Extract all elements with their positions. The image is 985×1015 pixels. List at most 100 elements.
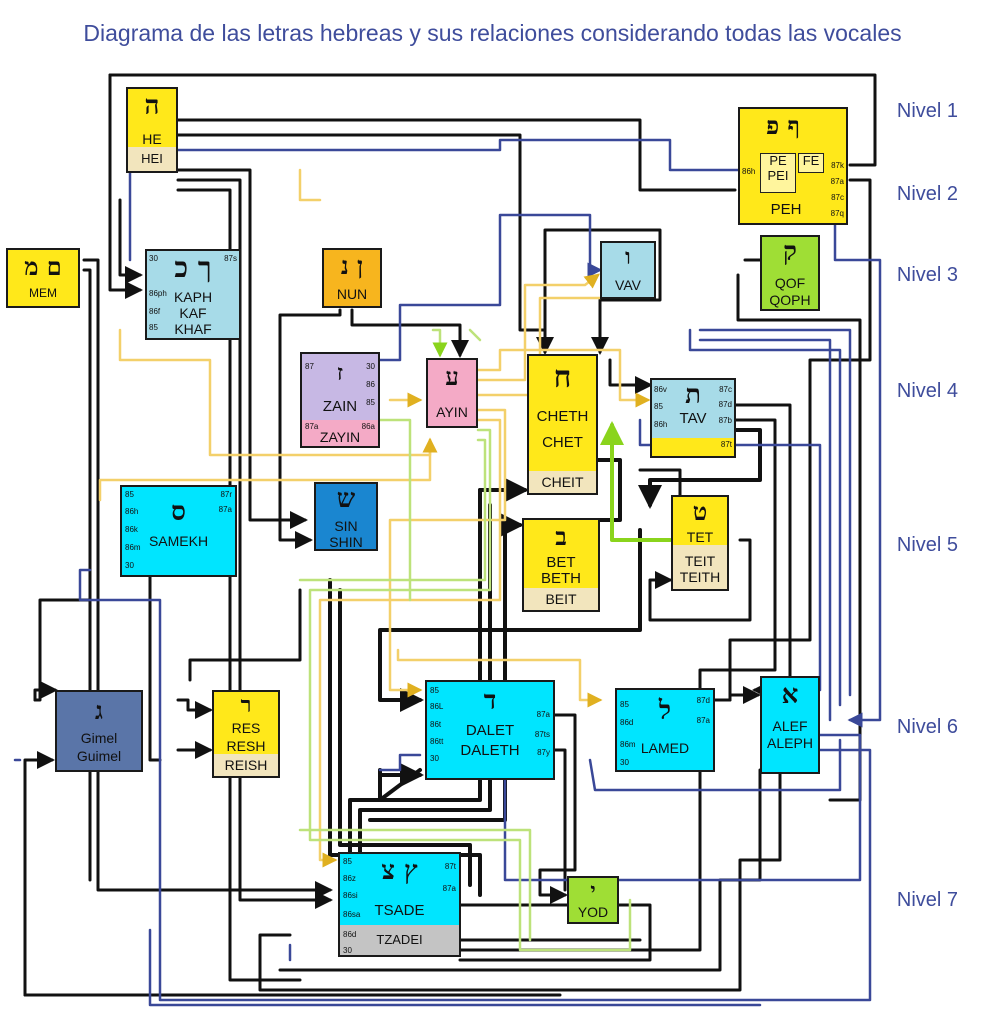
shin-line1: SIN — [334, 518, 358, 534]
qof-line2: QOPH — [769, 292, 811, 308]
nun-hebrew: ן נ — [340, 251, 364, 280]
shin-hebrew: ש — [336, 484, 356, 514]
tet-name: TET — [686, 529, 714, 545]
level-7-label: Nivel 7 — [896, 889, 959, 911]
fe-sub-box: FE — [798, 153, 824, 173]
pe-port-87q: 87q — [830, 209, 844, 218]
letter-samekh-node: ס SAMEKH 85 86h 86k 86m 30 87r 87a — [120, 485, 237, 577]
samekh-hebrew: ס — [171, 497, 186, 527]
letter-alef-node: א ALEF ALEPH — [760, 676, 820, 774]
letter-shin-node: ש SIN SHIN — [314, 482, 378, 551]
letter-yod-node: י YOD — [567, 876, 619, 924]
gimel-line2: Guimel — [76, 748, 122, 764]
samekh-port-87r: 87r — [220, 490, 232, 499]
letter-kaph-node: ך כ KAPH KAF KHAF 30 87s 86ph 86f 85 — [145, 249, 241, 340]
cheth-line2: CHET — [542, 434, 583, 451]
dalet-port-85: 85 — [430, 686, 439, 695]
level-1-label: Nivel 1 — [896, 100, 959, 122]
letter-nun-node: ן נ NUN — [322, 248, 382, 308]
shin-line2: SHIN — [329, 534, 363, 550]
tav-port-87b: 87b — [718, 416, 732, 425]
bet-line1: BET — [546, 554, 576, 571]
kaph-port-86f: 86f — [149, 307, 161, 316]
tav-port-87t: 87t — [720, 440, 732, 449]
samekh-port-86m: 86m — [125, 543, 141, 552]
tsade-name: TSADE — [374, 902, 425, 919]
diagram-title: Diagrama de las letras hebreas y sus rel… — [83, 20, 902, 46]
res-band: REISH — [214, 754, 278, 776]
tsade-port-86z: 86z — [343, 874, 356, 883]
zain-port-87a: 87a — [305, 422, 319, 431]
yod-hebrew: י — [590, 878, 596, 902]
qof-line1: QOF — [774, 275, 806, 291]
tsade-hebrew: ץ צ — [381, 856, 418, 886]
level-3-label: Nivel 3 — [896, 264, 959, 286]
tav-port-86h: 86h — [654, 420, 668, 429]
level-4-label: Nivel 4 — [896, 380, 959, 402]
tsade-port-87a: 87a — [442, 884, 456, 893]
zain-port-86a: 86a — [361, 422, 375, 431]
lamed-port-86m: 86m — [620, 740, 636, 749]
samekh-port-86k: 86k — [125, 525, 138, 534]
tav-name: TAV — [679, 410, 707, 427]
kaph-line3: KHAF — [174, 321, 212, 337]
letter-tav-node: ת TAV 86v 85 86h 87c 87d 87b 87t — [650, 378, 736, 458]
zain-port-87: 87 — [305, 362, 314, 371]
ayin-hebrew: ע — [445, 362, 459, 391]
lamed-port-87d: 87d — [696, 696, 710, 705]
samekh-port-30: 30 — [125, 561, 134, 570]
dalet-port-87a: 87a — [536, 710, 550, 719]
qof-hebrew: ק — [783, 237, 797, 267]
pe-port-86h: 86h — [742, 167, 756, 176]
zain-name: ZAIN — [322, 398, 358, 415]
pe-sub-box: PE PEI — [760, 153, 796, 193]
alef-hebrew: א — [781, 680, 799, 710]
dalet-port-30: 30 — [430, 754, 439, 763]
letter-lamed-node: ל LAMED 85 86d 86m 30 87d 87a — [615, 688, 715, 772]
lamed-name: LAMED — [640, 740, 690, 756]
ayin-name: AYIN — [436, 404, 468, 420]
tav-band — [652, 438, 734, 456]
nun-name: NUN — [336, 286, 368, 302]
alef-line1: ALEF — [772, 718, 808, 734]
he-band: HEI — [128, 147, 176, 171]
letter-cheth-node: ח CHETH CHET CHEIT — [527, 354, 598, 495]
gimel-hebrew: ג — [95, 696, 103, 725]
letter-res-node: ר RES RESH REISH — [212, 690, 280, 778]
dalet-line2: DALETH — [460, 742, 520, 759]
pe-name: PEH — [770, 201, 802, 218]
bet-band: BEIT — [524, 588, 598, 610]
lamed-port-30: 30 — [620, 758, 629, 767]
level-6-label: Nivel 6 — [896, 716, 959, 738]
pe-sub-label: PE — [769, 153, 787, 168]
tsade-port-85: 85 — [343, 857, 352, 866]
zain-band: ZAYIN — [302, 420, 378, 446]
letter-tsade-node: ץ צ TSADE TZADEI 85 86z 86si 86sa 86d 30… — [338, 852, 461, 957]
tsade-port-86si: 86si — [343, 891, 358, 900]
tet-line2: TEITH — [679, 569, 721, 585]
yod-name: YOD — [577, 904, 609, 920]
vav-hebrew: ו — [625, 244, 631, 270]
gimel-line1: Gimel — [80, 730, 118, 746]
cheth-band: CHEIT — [529, 471, 596, 493]
kaph-port-86ph: 86ph — [149, 289, 167, 298]
kaph-port-87s: 87s — [224, 254, 237, 263]
letter-bet-node: ב BET BETH BEIT — [522, 518, 600, 612]
res-hebrew: ר — [240, 692, 252, 718]
kaph-line2: KAF — [179, 305, 207, 321]
letter-gimel-node: ג Gimel Guimel — [55, 690, 143, 772]
pe-port-87c: 87c — [831, 193, 844, 202]
pe-port-87k: 87k — [831, 161, 844, 170]
tav-port-87d: 87d — [718, 400, 732, 409]
tsade-band: TZADEI — [340, 925, 459, 955]
kaph-hebrew: ך כ — [174, 251, 212, 284]
pe-port-87a: 87a — [830, 177, 844, 186]
dalet-port-86L: 86L — [430, 702, 444, 711]
zain-port-30: 30 — [366, 362, 375, 371]
letter-tet-node: ט TET TEIT TEITH — [671, 495, 729, 591]
tet-hebrew: ט — [692, 497, 708, 526]
letter-qof-node: ק QOF QOPH — [760, 235, 820, 311]
he-hebrew: ה — [144, 91, 160, 121]
cheth-hebrew: ח — [553, 360, 572, 395]
letter-ayin-node: ע AYIN — [426, 358, 478, 428]
